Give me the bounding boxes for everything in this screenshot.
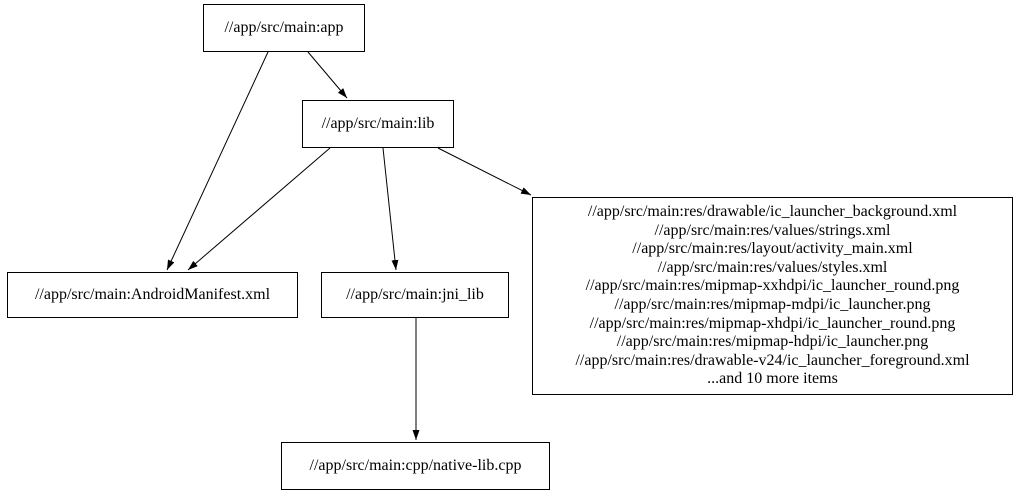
res-file-line: //app/src/main:res/drawable/ic_launcher_… [587, 203, 958, 221]
node-jni-lib: //app/src/main:jni_lib [321, 272, 509, 318]
node-app: //app/src/main:app [203, 4, 365, 52]
node-res-group: //app/src/main:res/drawable/ic_launcher_… [532, 197, 1013, 395]
edge-lib-to-res-group [437, 147, 532, 196]
res-file-line: //app/src/main:res/mipmap-xxhdpi/ic_laun… [585, 277, 960, 295]
res-file-line: //app/src/main:res/values/styles.xml [657, 258, 888, 276]
node-native-lib-cpp-label: //app/src/main:cpp/native-lib.cpp [309, 456, 522, 474]
edge-app-to-android-manifest [166, 51, 269, 271]
edge-lib-to-jni-lib [382, 147, 399, 271]
res-file-line: //app/src/main:res/mipmap-mdpi/ic_launch… [614, 296, 931, 313]
node-android-manifest-label: //app/src/main:AndroidManifest.xml [34, 285, 271, 303]
res-file-line: //app/src/main:res/mipmap-hdpi/ic_launch… [616, 333, 929, 351]
res-file-line: //app/src/main:res/values/strings.xml [654, 221, 891, 239]
res-file-line: //app/src/main:res/mipmap-xhdpi/ic_launc… [589, 314, 956, 332]
node-app-label: //app/src/main:app [224, 18, 344, 36]
edge-lib-to-android-manifest [187, 147, 331, 271]
node-jni-lib-label: //app/src/main:jni_lib [346, 285, 484, 303]
node-android-manifest: //app/src/main:AndroidManifest.xml [7, 272, 298, 318]
res-file-line: //app/src/main:res/layout/activity_main.… [632, 240, 913, 258]
node-lib: //app/src/main:lib [302, 100, 454, 148]
node-native-lib-cpp: //app/src/main:cpp/native-lib.cpp [281, 442, 550, 490]
res-more-items-line: ...and 10 more items [707, 370, 838, 388]
res-file-line: //app/src/main:res/drawable-v24/ic_launc… [575, 351, 970, 369]
node-lib-label: //app/src/main:lib [321, 114, 435, 132]
edge-app-to-lib [307, 51, 348, 99]
